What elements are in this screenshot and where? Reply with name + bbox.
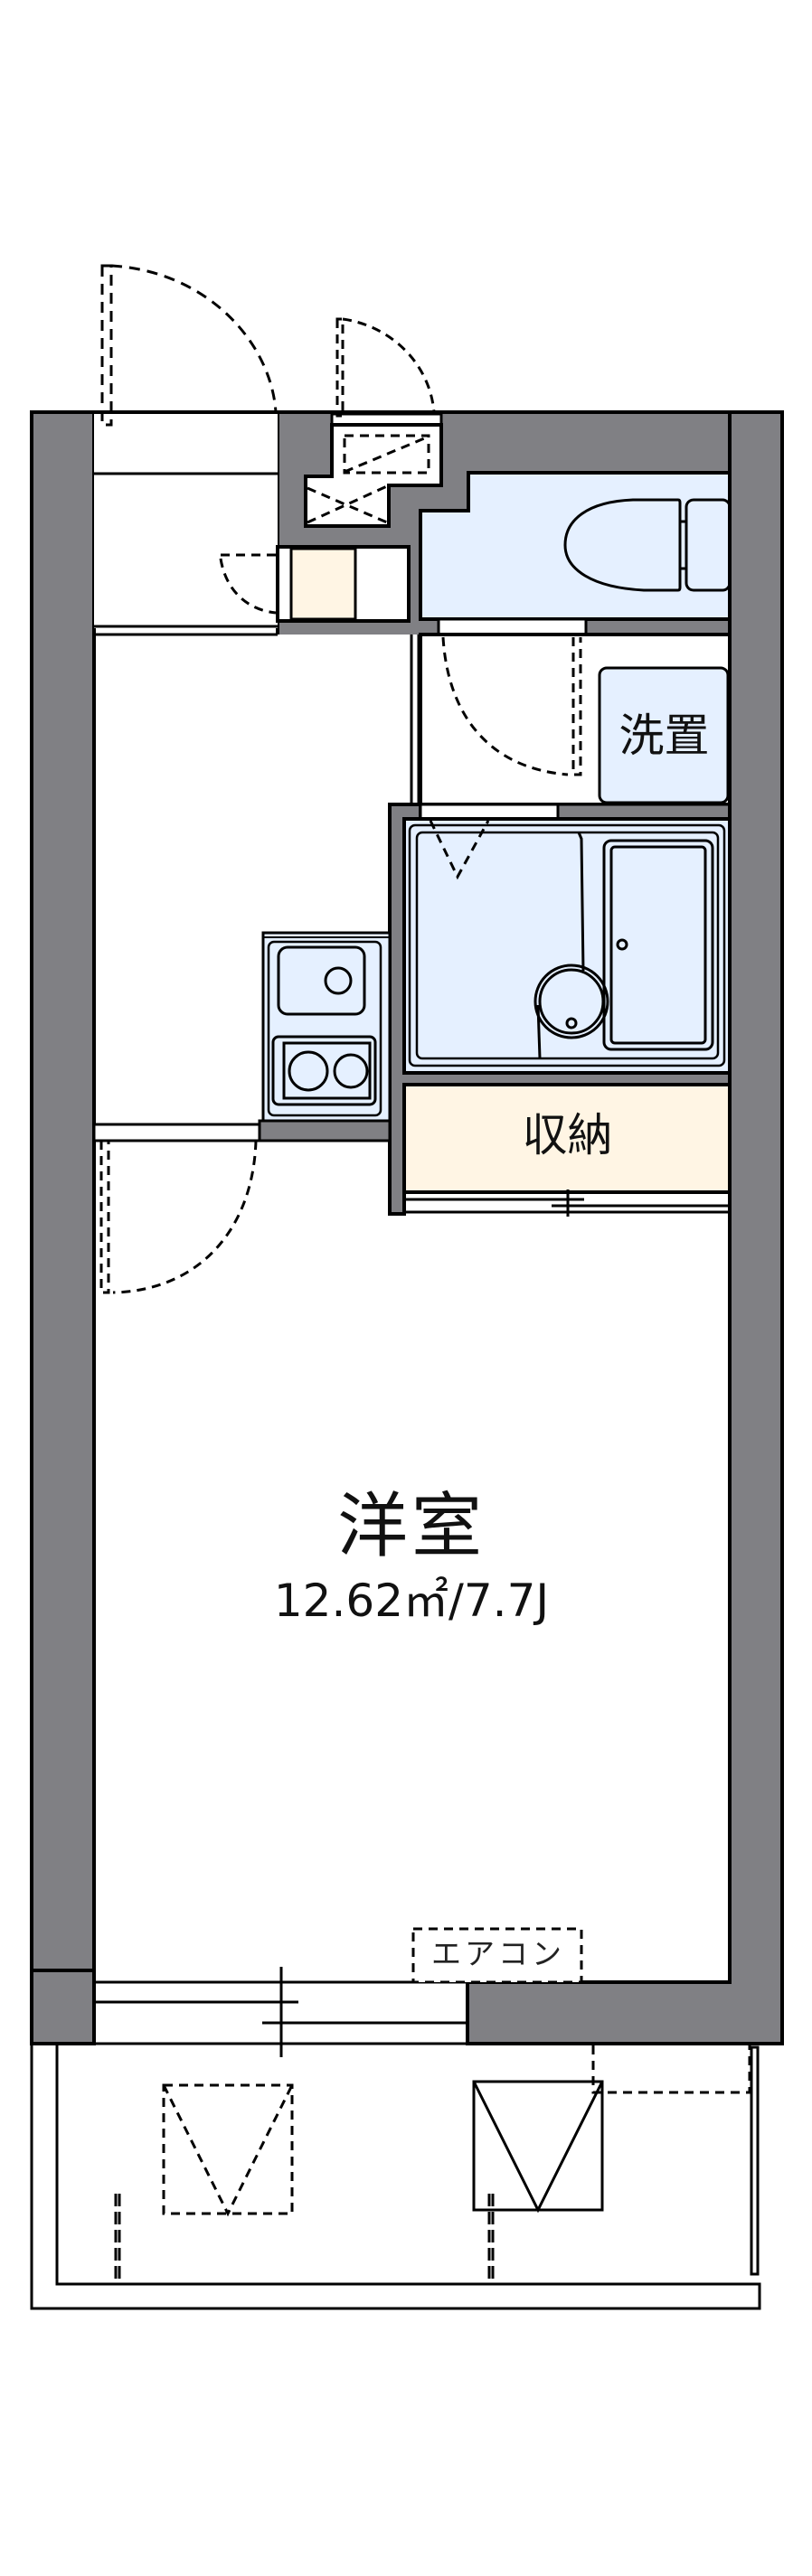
kitchen — [92, 931, 392, 1142]
bathtub-icon — [602, 839, 714, 1051]
bathroom — [388, 803, 732, 1216]
entrance — [94, 414, 278, 636]
room-door-swing-icon — [99, 1140, 258, 1294]
room-name-label: 洋室 — [336, 1486, 486, 1567]
washroom — [410, 633, 732, 806]
balcony — [30, 2044, 761, 2310]
storage-label: 収納 — [522, 1109, 613, 1161]
toilet-icon — [563, 498, 732, 592]
stove-icon — [271, 1035, 377, 1106]
south-wall — [30, 410, 784, 2057]
sliding-door-icon — [404, 1189, 732, 1217]
wash-basin-icon — [533, 832, 609, 1059]
air-conditioner-icon — [411, 1927, 583, 1984]
air-conditioner-label: エアコン — [431, 1936, 565, 1971]
window-sliding-icon — [94, 1967, 467, 2057]
outdoor-unit-icon — [472, 2080, 604, 2214]
toilet-room — [419, 471, 732, 636]
outdoor-unit-dashed-icon — [162, 2083, 294, 2217]
washroom-door-swing-icon — [441, 636, 582, 776]
bath-door-swing-icon — [429, 820, 490, 880]
sink-icon — [277, 945, 366, 1016]
room-area-label: 12.62㎡/7.7J — [273, 1575, 550, 1627]
shoe-box-icon — [219, 545, 411, 623]
storage-closet — [402, 1083, 732, 1217]
entry-door-swing-icon — [100, 264, 278, 427]
meter-box-icon — [304, 317, 443, 528]
washer-space-label: 洗置 — [618, 710, 710, 762]
